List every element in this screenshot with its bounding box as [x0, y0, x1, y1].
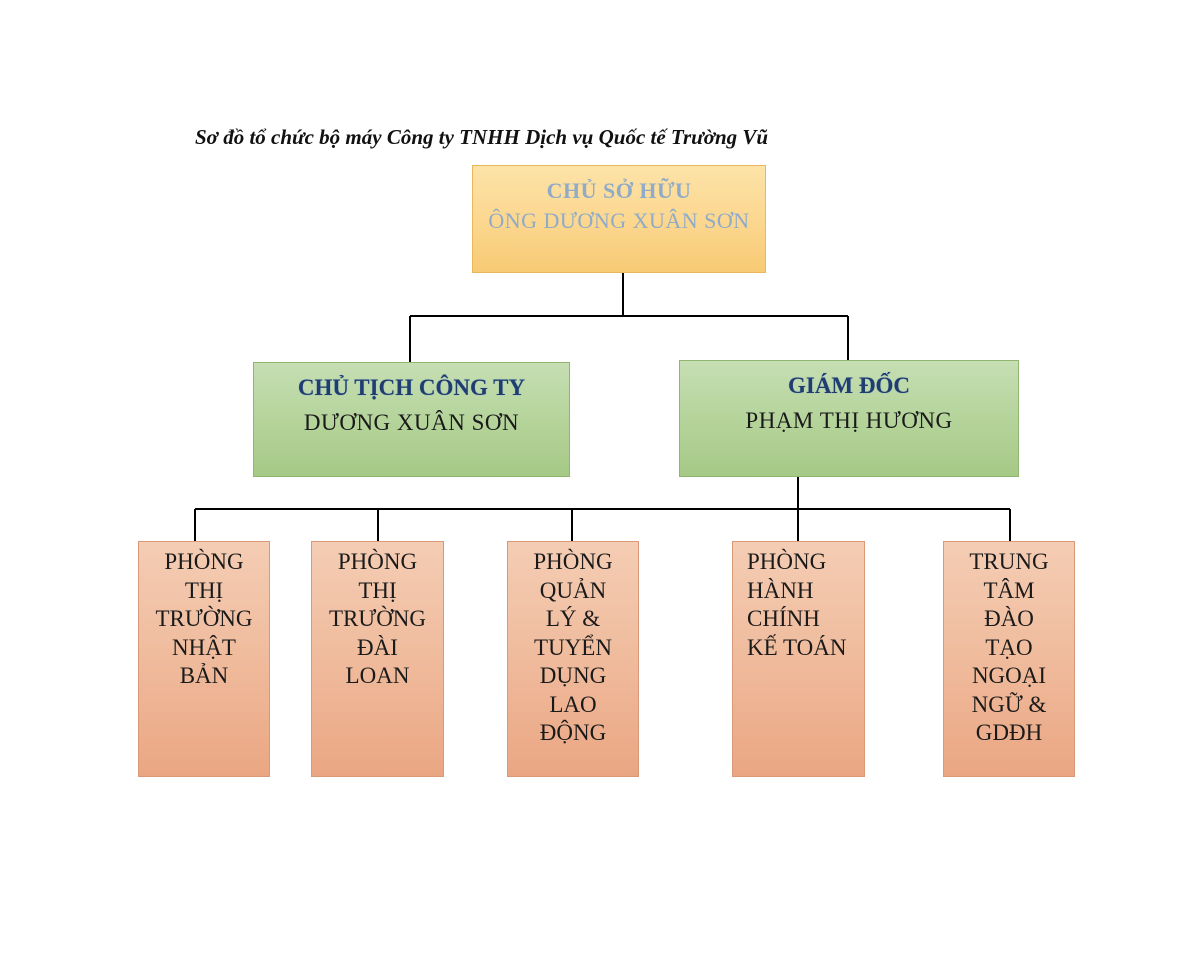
department-admin-accounting: PHÒNG HÀNH CHÍNH KẾ TOÁN — [732, 541, 865, 777]
owner-role: CHỦ SỞ HỮU — [546, 178, 692, 203]
department-label-line: GDĐH — [975, 720, 1043, 745]
department-label-line: NGỮ & — [971, 691, 1047, 717]
department-label-line: DỤNG — [539, 663, 607, 688]
department-label-line: KẾ TOÁN — [747, 634, 847, 660]
department-label-line: TRƯỜNG — [328, 606, 427, 631]
department-label-line: LOAN — [345, 663, 410, 688]
department-label-line: TRƯỜNG — [155, 606, 253, 631]
department-labor-recruitment: PHÒNG QUẢN LÝ & TUYỂN DỤNG LAO ĐỘNG — [507, 541, 639, 777]
department-label-line: THỊ — [184, 577, 224, 603]
department-label-line: NHẬT — [172, 634, 236, 660]
department-label-line: PHÒNG — [747, 549, 827, 574]
department-label-line: TÂM — [983, 577, 1035, 603]
chart-title: Sơ đồ tổ chức bộ máy Công ty TNHH Dịch v… — [195, 125, 769, 149]
chairman-box: CHỦ TỊCH CÔNG TY DƯƠNG XUÂN SƠN — [253, 362, 570, 477]
owner-box: CHỦ SỞ HỮU ÔNG DƯƠNG XUÂN SƠN — [472, 165, 766, 273]
department-label-line: TRUNG — [969, 549, 1049, 574]
department-label-line: TUYỂN — [534, 634, 612, 660]
chairman-name: DƯƠNG XUÂN SƠN — [303, 410, 520, 435]
department-taiwan-market: PHÒNG THỊ TRƯỜNG ĐÀI LOAN — [311, 541, 444, 777]
department-label-line: NGOẠI — [971, 663, 1047, 688]
department-label-line: LAO — [549, 691, 597, 717]
director-role: GIÁM ĐỐC — [787, 373, 911, 398]
department-training-center: TRUNG TÂM ĐÀO TẠO NGOẠI NGỮ & GDĐH — [943, 541, 1075, 777]
department-label-line: LÝ & — [545, 606, 601, 631]
department-label-line: CHÍNH — [747, 606, 820, 631]
department-label-line: ĐÀI — [357, 634, 398, 660]
department-label-line: TẠO — [985, 634, 1033, 660]
department-label-line: THỊ — [358, 577, 397, 603]
department-label-line: ĐỘNG — [539, 720, 607, 745]
department-label-line: ĐÀO — [984, 606, 1034, 631]
department-label-line: PHÒNG — [337, 549, 418, 574]
department-label-line: HÀNH — [747, 577, 814, 603]
department-label-line: PHÒNG — [164, 549, 244, 574]
department-label-line: QUẢN — [539, 577, 607, 603]
department-label-line: BẢN — [179, 663, 229, 688]
chairman-role: CHỦ TỊCH CÔNG TY — [297, 375, 526, 400]
director-name: PHẠM THỊ HƯƠNG — [745, 408, 953, 433]
department-japan-market: PHÒNG THỊ TRƯỜNG NHẬT BẢN — [138, 541, 270, 777]
owner-name: ÔNG DƯƠNG XUÂN SƠN — [488, 208, 750, 233]
department-label-line: PHÒNG — [533, 549, 613, 574]
director-box: GIÁM ĐỐC PHẠM THỊ HƯƠNG — [679, 360, 1019, 477]
